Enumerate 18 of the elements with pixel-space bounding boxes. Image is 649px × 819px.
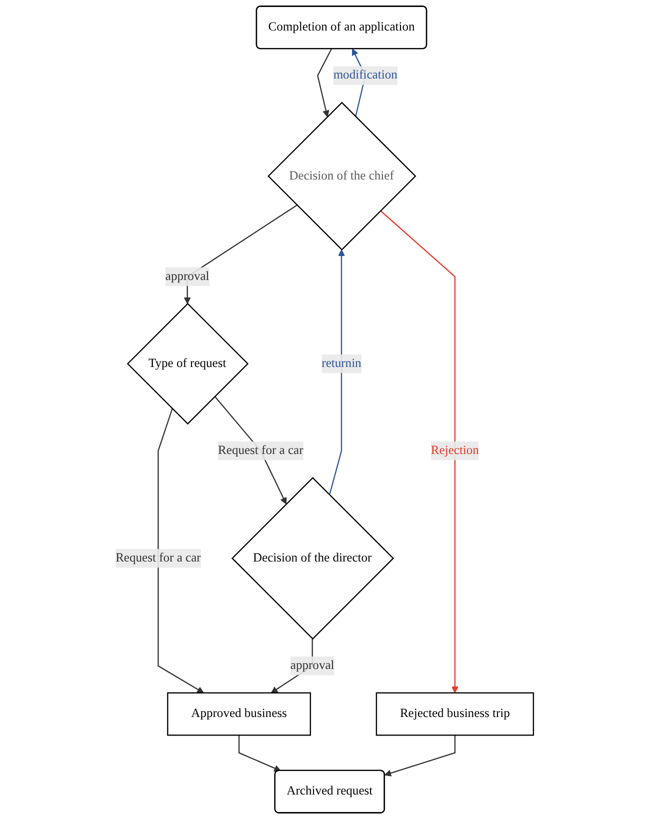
node-diamond: Decision of the chief (268, 102, 416, 250)
edge-label: Request for a car (218, 444, 304, 458)
node-box: Rejected business trip (376, 692, 534, 736)
arrow (380, 210, 458, 694)
edge-label: returnin (322, 356, 362, 370)
edge-label: approval (165, 270, 210, 283)
edge-label: Request for a car (116, 551, 201, 565)
arrow (317, 48, 332, 118)
arrow (384, 735, 456, 776)
arrow (158, 408, 204, 694)
arrow (328, 249, 345, 496)
edge-label: modification (333, 68, 398, 82)
node-diamond: Type of request (126, 302, 249, 425)
arrow (238, 735, 281, 772)
node-diamond: Decision of the director (231, 477, 394, 640)
edge-label: Rejection (430, 444, 479, 458)
edge-label: approval (290, 658, 334, 672)
node-box: Approved business (167, 692, 311, 736)
